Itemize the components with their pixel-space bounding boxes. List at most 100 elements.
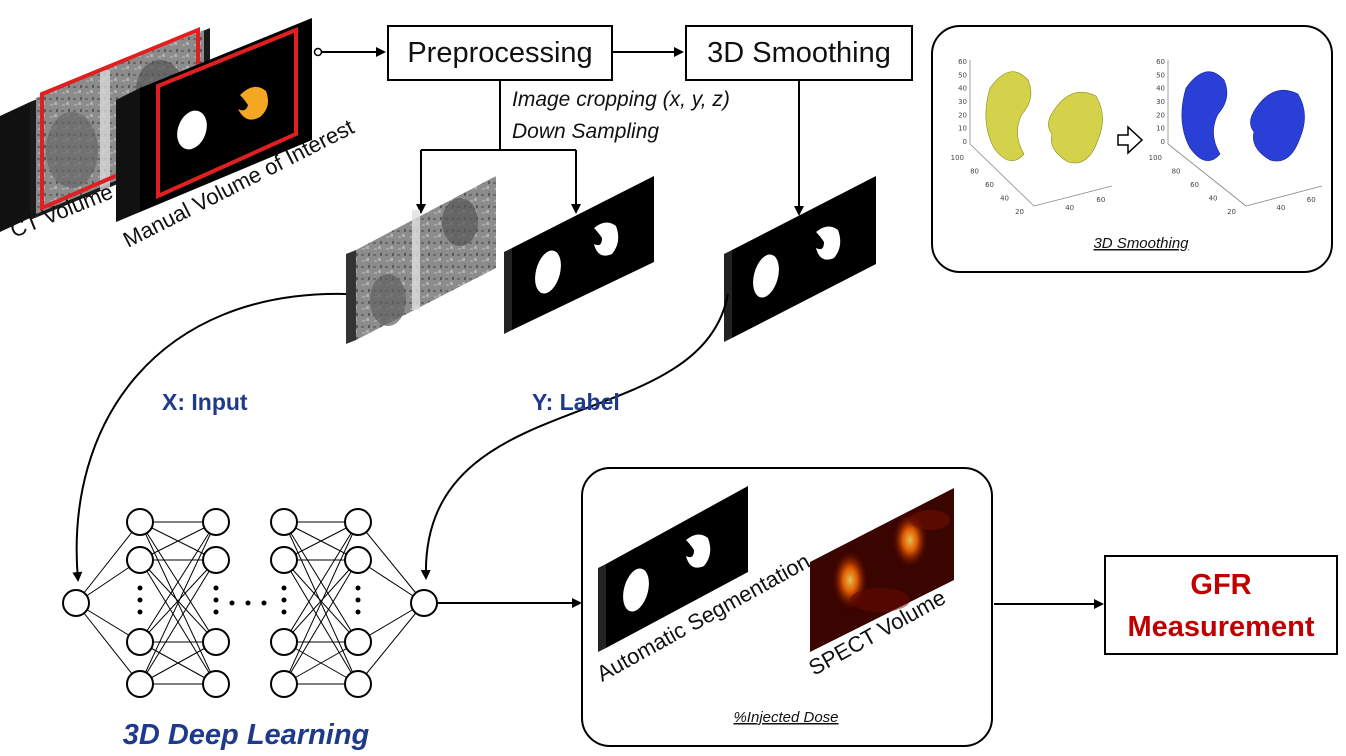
right-x-tick: 20 [1227, 208, 1236, 216]
preprocessing-label: Preprocessing [407, 37, 592, 69]
gfr-box [1104, 555, 1338, 655]
nn-hidden-node [344, 670, 372, 698]
nn-hidden-node [202, 546, 230, 574]
nn-hidden-node [270, 546, 298, 574]
y-label-label: Y: Label [532, 389, 620, 415]
right-y-tick: 60 [1307, 196, 1316, 204]
nn-connection [139, 521, 217, 685]
left-x-tick: 80 [970, 168, 979, 176]
left-z-tick: 10 [958, 125, 967, 133]
smoothing-arrow-icon [1117, 125, 1144, 155]
nn-ellipsis-dot [281, 609, 287, 615]
left-z-tick: 0 [963, 138, 967, 146]
input-curve-arrow [72, 292, 347, 582]
nn-ellipsis-dot [213, 597, 219, 603]
right-x-tick: 100 [1149, 154, 1162, 162]
left-y-tick: 40 [1065, 204, 1074, 212]
left-x-tick: 60 [985, 181, 994, 189]
nn-connection [139, 521, 217, 561]
kidney-left-blue [1181, 71, 1228, 161]
right-z-tick: 20 [1156, 111, 1165, 119]
nn-ellipsis-dot [137, 597, 143, 603]
gfr-line1: GFR [1190, 569, 1251, 601]
nn-connection [283, 641, 359, 685]
right-z-tick: 10 [1156, 125, 1165, 133]
right-x-tick: 40 [1209, 195, 1218, 203]
left-x-tick: 20 [1015, 208, 1024, 216]
nn-connection [357, 521, 425, 604]
nn-connection [283, 559, 359, 685]
nn-ellipsis-dot [261, 600, 267, 606]
nn-ellipsis-dot [213, 609, 219, 615]
right-x-tick: 80 [1172, 168, 1181, 176]
left-x-tick: 100 [951, 154, 964, 162]
nn-connection [283, 521, 359, 643]
left-z-tick: 40 [958, 85, 967, 93]
right-y-tick: 40 [1276, 204, 1285, 212]
nn-ellipsis-dot [213, 585, 219, 591]
nn-ellipsis-dot [355, 597, 361, 603]
nn-hidden-node [344, 508, 372, 536]
left-z-tick: 50 [958, 71, 967, 79]
neural-network [62, 508, 438, 698]
cropping-note: Image cropping (x, y, z) [512, 88, 730, 111]
output-panel-caption: %Injected Dose [733, 709, 838, 726]
nn-hidden-node [126, 508, 154, 536]
nn-connection [283, 559, 359, 643]
right-x-tick: 60 [1190, 181, 1199, 189]
nn-hidden-node [126, 628, 154, 656]
nn-connection [139, 641, 217, 685]
label-curve-arrow [420, 293, 729, 580]
right-z-tick: 60 [1156, 58, 1165, 66]
nn-ellipsis-dot [281, 597, 287, 603]
nn-hidden-node [126, 670, 154, 698]
smoothing-panel-caption: 3D Smoothing [1093, 235, 1189, 252]
x-input-label: X: Input [162, 389, 248, 415]
nn-ellipsis-dot [355, 609, 361, 615]
manual-voi-slab [116, 18, 312, 222]
nn-connection [283, 521, 359, 685]
nn-hidden-node [344, 546, 372, 574]
nn-ellipsis-dot [229, 600, 235, 606]
nn-connection [75, 602, 141, 685]
kidney-right-blue [1250, 90, 1305, 162]
nn-ellipsis-dot [281, 585, 287, 591]
nn-hidden-node [126, 546, 154, 574]
nn-hidden-node [344, 628, 372, 656]
right-z-tick: 0 [1161, 138, 1165, 146]
nn-ellipsis-dot [137, 585, 143, 591]
auto-seg-slab [598, 486, 748, 652]
gfr-line2: Measurement [1128, 611, 1315, 643]
nn-connection [139, 559, 217, 643]
nn-input-node [62, 589, 90, 617]
right-z-tick: 30 [1156, 98, 1165, 106]
spect-slab [810, 488, 954, 652]
downsampling-note: Down Sampling [512, 120, 659, 143]
nn-hidden-node [270, 628, 298, 656]
nn-hidden-node [202, 508, 230, 536]
nn-connection [75, 521, 141, 604]
nn-hidden-node [202, 628, 230, 656]
smoothing-label: 3D Smoothing [707, 37, 891, 69]
cropped-ct-slab [346, 176, 496, 344]
left-z-tick: 20 [958, 111, 967, 119]
left-z-tick: 60 [958, 58, 967, 66]
kidney-right-yellow [1048, 92, 1103, 164]
left-z-tick: 30 [958, 98, 967, 106]
nn-connection [357, 602, 425, 685]
smoothing-box [685, 25, 913, 81]
nn-hidden-node [202, 670, 230, 698]
nn-output-node [410, 589, 438, 617]
right-z-tick: 50 [1156, 71, 1165, 79]
left-y-tick: 60 [1096, 196, 1105, 204]
nn-hidden-node [270, 670, 298, 698]
cropped-mask-slab [504, 176, 654, 334]
left-x-tick: 40 [1000, 195, 1009, 203]
preprocessing-branch-arrows [416, 80, 804, 216]
nn-ellipsis-dot [245, 600, 251, 606]
deep-learning-title: 3D Deep Learning [123, 719, 370, 751]
right-z-tick: 40 [1156, 85, 1165, 93]
